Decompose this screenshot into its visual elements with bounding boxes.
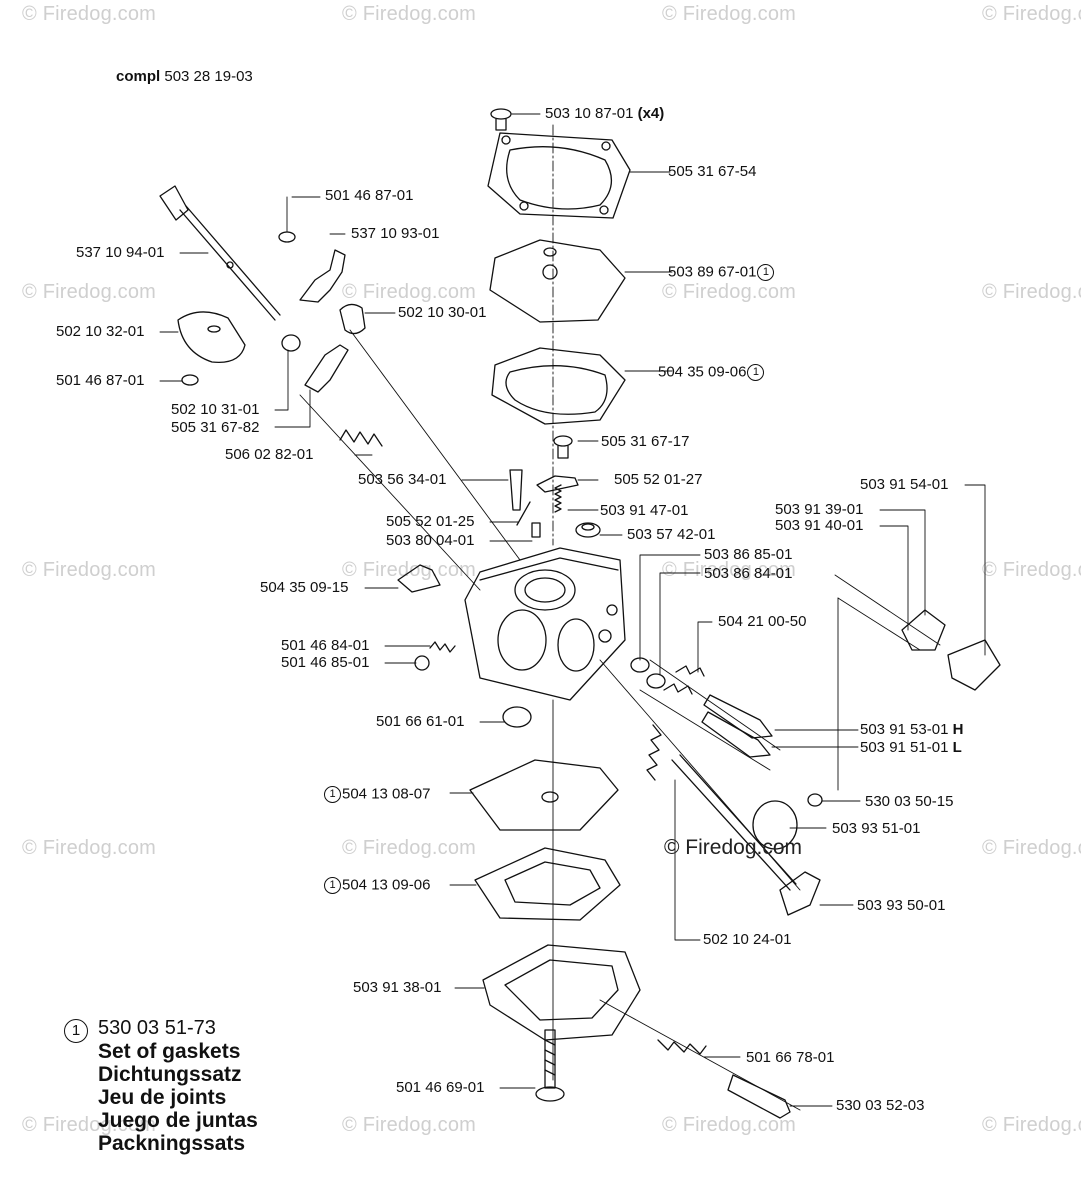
part-label[interactable]: 503 91 54-01 bbox=[860, 476, 949, 493]
part-label[interactable]: 503 91 39-01 bbox=[775, 501, 864, 518]
part-label[interactable]: 503 56 34-01 bbox=[358, 471, 447, 488]
part-label[interactable]: 503 91 51-01 L bbox=[860, 739, 962, 756]
part-label[interactable]: 503 93 51-01 bbox=[832, 820, 921, 837]
part-label[interactable]: 503 80 04-01 bbox=[386, 532, 475, 549]
gasket-set-marker: 1 bbox=[757, 264, 775, 281]
part-label[interactable]: 501 66 61-01 bbox=[376, 713, 465, 730]
legend-line: Dichtungssatz bbox=[98, 1063, 242, 1086]
part-label[interactable]: 503 91 40-01 bbox=[775, 517, 864, 534]
part-label[interactable]: 504 35 09-15 bbox=[260, 579, 349, 596]
part-label[interactable]: 501 46 87-01 bbox=[56, 372, 145, 389]
copyright-watermark: © Firedog.com bbox=[664, 836, 803, 859]
part-label[interactable]: 537 10 93-01 bbox=[351, 225, 440, 242]
part-label[interactable]: 506 02 82-01 bbox=[225, 446, 314, 463]
watermark: © Firedog.com bbox=[342, 3, 477, 25]
part-label[interactable]: 503 86 85-01 bbox=[704, 546, 793, 563]
watermark: © Firedog.com bbox=[982, 837, 1081, 859]
part-label[interactable]: 503 10 87-01 (x4) bbox=[545, 105, 665, 122]
part-label[interactable]: 501 46 69-01 bbox=[396, 1079, 485, 1096]
watermark: © Firedog.com bbox=[342, 559, 477, 581]
legend-line: Set of gaskets bbox=[98, 1040, 241, 1063]
watermark: © Firedog.com bbox=[342, 837, 477, 859]
part-label[interactable]: 503 86 84-01 bbox=[704, 565, 793, 582]
watermark: © Firedog.com bbox=[982, 281, 1081, 303]
part-label[interactable]: 503 91 38-01 bbox=[353, 979, 442, 996]
part-label[interactable]: 503 57 42-01 bbox=[627, 526, 716, 543]
watermark: © Firedog.com bbox=[662, 3, 797, 25]
part-label[interactable]: 505 31 67-82 bbox=[171, 419, 260, 436]
watermark: © Firedog.com bbox=[662, 559, 797, 581]
watermark: © Firedog.com bbox=[342, 1114, 477, 1136]
part-label[interactable]: 502 10 31-01 bbox=[171, 401, 260, 418]
part-label[interactable]: 501 46 85-01 bbox=[281, 654, 370, 671]
legend-line: Packningssats bbox=[98, 1132, 246, 1155]
part-label[interactable]: 502 10 30-01 bbox=[398, 304, 487, 321]
gasket-set-marker: 1 bbox=[747, 364, 765, 381]
watermark: © Firedog.com bbox=[22, 559, 157, 581]
part-label[interactable]: 501 46 84-01 bbox=[281, 637, 370, 654]
part-label[interactable]: 505 52 01-25 bbox=[386, 513, 475, 530]
watermark: © Firedog.com bbox=[982, 3, 1081, 25]
part-label[interactable]: 501 46 87-01 bbox=[325, 187, 414, 204]
part-label[interactable]: 530 03 52-03 bbox=[836, 1097, 925, 1114]
gasket-set-marker: 1 bbox=[64, 1019, 88, 1043]
part-label[interactable]: 537 10 94-01 bbox=[76, 244, 165, 261]
part-label[interactable]: 530 03 50-15 bbox=[865, 793, 954, 810]
gasket-set-legend: 1 530 03 51-73 Set of gaskets Dichtungss… bbox=[64, 1017, 258, 1155]
part-label[interactable]: 501 66 78-01 bbox=[746, 1049, 835, 1066]
legend-line: Juego de juntas bbox=[98, 1109, 258, 1132]
kit-number: 530 03 51-73 bbox=[98, 1017, 216, 1039]
part-label[interactable]: 503 91 47-01 bbox=[600, 502, 689, 519]
watermark: © Firedog.com bbox=[22, 3, 157, 25]
watermark: © Firedog.com bbox=[662, 281, 797, 303]
part-label[interactable]: 505 31 67-17 bbox=[601, 433, 690, 450]
assembly-number: 503 28 19-03 bbox=[164, 68, 253, 85]
legend-line: Jeu de joints bbox=[98, 1086, 227, 1109]
part-label[interactable]: 504 21 00-50 bbox=[718, 613, 807, 630]
part-label[interactable]: 502 10 32-01 bbox=[56, 323, 145, 340]
gasket-set-marker: 1 bbox=[324, 877, 341, 894]
gasket-set-marker: 1 bbox=[324, 786, 341, 803]
watermark: © Firedog.com bbox=[662, 1114, 797, 1136]
compl-label: compl bbox=[116, 68, 161, 85]
part-label[interactable]: 503 91 53-01 H bbox=[860, 721, 964, 738]
part-label[interactable]: 505 31 67-54 bbox=[668, 163, 757, 180]
part-label[interactable]: 503 93 50-01 bbox=[857, 897, 946, 914]
watermark: © Firedog.com bbox=[982, 559, 1081, 581]
watermark: © Firedog.com bbox=[342, 281, 477, 303]
part-label[interactable]: 502 10 24-01 bbox=[703, 931, 792, 948]
watermark: © Firedog.com bbox=[22, 281, 157, 303]
watermark: © Firedog.com bbox=[22, 837, 157, 859]
part-label[interactable]: 505 52 01-27 bbox=[614, 471, 703, 488]
watermark: © Firedog.com bbox=[22, 1114, 157, 1136]
watermark: © Firedog.com bbox=[982, 1114, 1081, 1136]
assembly-header: compl 503 28 19-03 bbox=[116, 68, 253, 85]
